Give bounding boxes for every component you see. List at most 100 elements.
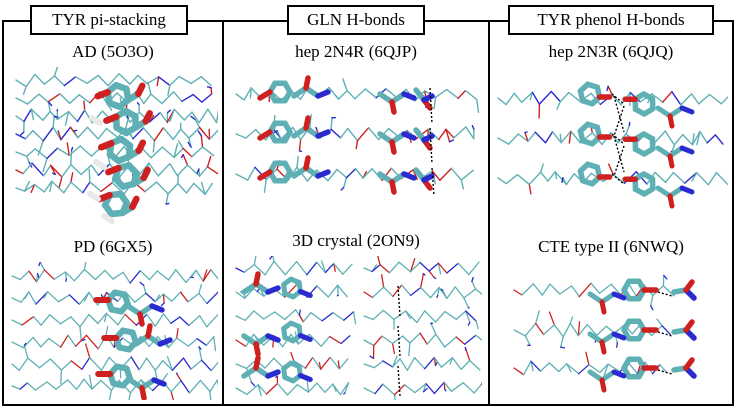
side-chain-bond [381,274,385,288]
carbonyl-oxygen [139,385,147,400]
carbonyl-oxygen [389,99,397,115]
backbone-bond [188,379,202,394]
backbone-bond [321,311,334,322]
backbone-bond [167,269,177,281]
backbone-bond [706,134,717,144]
backbone-bond [628,283,637,297]
backbone-bond [15,151,28,157]
backbone-bond [596,325,607,337]
backbone-bond [180,380,191,394]
panel-title-tyr-phenol-h-bonds: TYR phenol H-bonds [508,5,714,35]
backbone-bond [345,167,357,179]
backbone-bond [40,314,51,326]
backbone-bond [465,310,477,322]
backbone-bond [171,357,185,371]
backbone-bond [162,293,173,302]
backbone-bond [425,383,436,395]
amide-nitrogen [679,105,695,115]
backbone-bond [145,292,156,303]
backbone-bond [551,131,562,144]
side-chain-bond [249,87,252,99]
side-chain-bond [128,392,132,400]
molecule-hep-2n3r-6qjq [497,81,728,209]
backbone-bond [316,261,327,274]
label-pd-6gx5: PD (6GX5) [73,237,153,256]
backbone-bond [549,283,561,295]
carbonyl-oxygen [135,139,147,154]
side-chain-bond [79,326,82,342]
backbone-bond [469,359,481,371]
backbone-bond [346,127,359,142]
backbone-bond [516,173,530,186]
backbone-bond [162,360,173,371]
backbone-bond [664,130,676,146]
amide-nitrogen [679,185,695,195]
side-chain-bond [206,155,212,168]
backbone-bond [48,337,62,348]
backbone-bond [243,263,255,273]
backbone-bond [33,183,46,193]
backbone-bond [28,270,38,283]
backbone-bond [399,358,408,371]
side-chain-bond [147,81,152,95]
backbone-bond [465,126,475,140]
backbone-bond [264,260,275,276]
side-chain-bond [215,110,218,124]
backbone-bond [28,291,37,305]
side-chain-bond [26,155,30,164]
backbone-bond [398,261,412,273]
side-chain-bond [177,175,180,185]
amide-nitrogen [265,369,281,379]
backbone-bond [15,115,25,123]
backbone-bond [11,385,21,390]
backbone-bond [445,128,455,139]
carbonyl-oxygen [253,271,261,287]
backbone-bond [714,134,724,145]
carbonyl-oxygen [667,153,675,169]
side-chain-bond [369,355,375,359]
carbonyl-oxygen [142,110,153,125]
side-chain-bond [52,172,56,176]
side-chain-bond [173,142,179,159]
side-chain-bond [52,115,55,128]
backbone-bond [316,382,326,393]
backbone-bond [690,93,700,105]
backbone-bond [63,181,72,194]
side-chain-bond [57,130,62,141]
h-bond [613,105,625,137]
backbone-bond [205,336,215,346]
side-chain-bond [108,389,113,400]
backbone-bond [49,110,59,121]
side-chain-bond [528,183,532,195]
side-chain-bond [19,131,25,136]
backbone-bond [695,171,710,186]
backbone-bond [532,283,543,296]
backbone-bond [363,387,376,395]
backbone-bond [715,171,728,186]
side-chain-bond [198,346,203,361]
amide-nitrogen [679,145,695,155]
backbone-bond [31,162,45,177]
side-chain-bond [170,391,175,400]
backbone-bond [40,337,50,348]
backbone-bond [67,110,79,123]
side-chain-bond [197,130,203,137]
backbone-bond [100,356,110,371]
backbone-bond [276,382,289,396]
backbone-bond [42,164,52,177]
backbone-bond [49,314,62,325]
h-bond [613,145,625,177]
backbone-bond [105,127,119,139]
side-chain-bond [561,176,564,184]
backbone-bond [662,285,675,297]
backbone-bond [513,289,523,296]
side-chain-bond [437,262,442,275]
backbone-bond [26,93,40,105]
side-chain-bond [445,128,451,143]
side-chain-bond [107,155,111,165]
label-3d-crystal-2on9: 3D crystal (2ON9) [292,231,420,250]
h-bond [431,167,435,197]
backbone-bond [25,73,36,88]
phenol-oxygen [105,164,122,176]
backbone-bond [74,334,88,347]
